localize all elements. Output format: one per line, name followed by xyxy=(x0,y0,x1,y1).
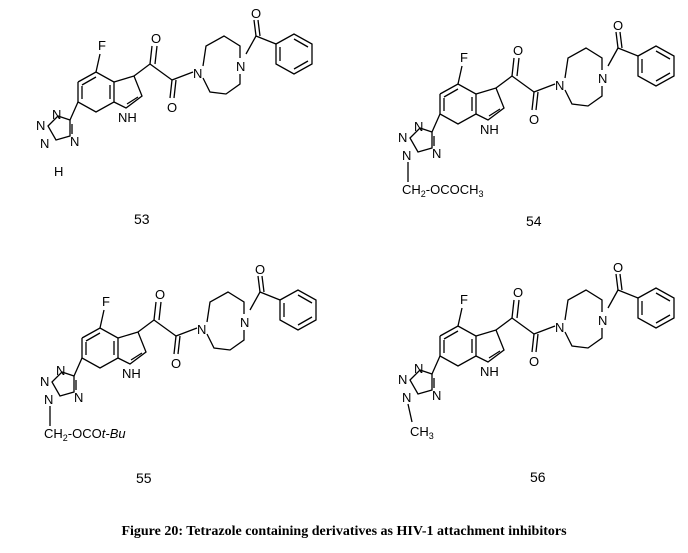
compound-56-labels: F O O N N O NH N N N N CH3 xyxy=(398,260,623,441)
atom-n: N xyxy=(74,390,83,405)
atom-f: F xyxy=(102,294,110,309)
atom-n: N xyxy=(197,322,206,337)
figure-caption: Figure 20: Tetrazole containing derivati… xyxy=(121,524,567,539)
atom-o: O xyxy=(171,356,181,371)
atom-n: N xyxy=(70,134,79,149)
atom-n: N xyxy=(414,119,423,134)
atom-h: H xyxy=(54,164,63,179)
atom-o: O xyxy=(255,262,265,277)
substituent-ch2-ocot-bu: CH2-OCOt-Bu xyxy=(44,426,126,443)
compound-54-labels: F O O N N O NH N N N N CH2-OCOCH3 xyxy=(398,18,623,199)
atom-n: N xyxy=(402,390,411,405)
compound-number: 55 xyxy=(136,470,152,486)
compound-56-bonds xyxy=(407,273,675,423)
atom-n: N xyxy=(40,136,49,151)
atom-o: O xyxy=(167,100,177,115)
atom-n: N xyxy=(402,148,411,163)
substituent-ch2-ococh3: CH2-OCOCH3 xyxy=(402,182,484,199)
compound-56: F O O N N O NH N N N N CH3 56 xyxy=(398,260,675,485)
atom-n: N xyxy=(193,66,202,81)
compound-number: 56 xyxy=(530,469,546,485)
compound-54-bonds xyxy=(407,31,675,182)
atom-n: N xyxy=(598,313,607,328)
atom-o: O xyxy=(151,31,161,46)
compound-55-labels: F O O N N O NH N N N N CH2-OCOt-Bu xyxy=(40,262,265,443)
compound-number: 54 xyxy=(526,213,542,229)
atom-n: N xyxy=(598,71,607,86)
atom-nh: NH xyxy=(480,122,499,137)
atom-n: N xyxy=(432,388,441,403)
atom-f: F xyxy=(98,38,106,53)
atom-o: O xyxy=(251,6,261,21)
compound-54: F O O N N O NH N N N N CH2-OCOCH3 54 xyxy=(398,18,675,229)
atom-n: N xyxy=(56,363,65,378)
atom-o: O xyxy=(529,112,539,127)
atom-nh: NH xyxy=(122,366,141,381)
atom-o: O xyxy=(155,287,165,302)
substituent-ch3: CH3 xyxy=(410,424,434,441)
atom-f: F xyxy=(460,292,468,307)
atom-nh: NH xyxy=(118,110,137,125)
atom-o: O xyxy=(613,18,623,33)
compound-53-labels: F O O N N O NH N N N N H xyxy=(36,6,261,179)
atom-n: N xyxy=(52,107,61,122)
atom-o: O xyxy=(513,43,523,58)
atom-f: F xyxy=(460,50,468,65)
atom-n: N xyxy=(432,146,441,161)
atom-n: N xyxy=(398,372,407,387)
atom-n: N xyxy=(555,78,564,93)
atom-n: N xyxy=(40,374,49,389)
atom-n: N xyxy=(555,320,564,335)
chemical-scheme: F O O N N O NH N N N N H 53 xyxy=(36,6,675,486)
atom-nh: NH xyxy=(480,364,499,379)
atom-o: O xyxy=(529,354,539,369)
compound-number: 53 xyxy=(134,211,150,227)
atom-n: N xyxy=(44,392,53,407)
compound-53-bonds xyxy=(47,19,313,141)
compound-53: F O O N N O NH N N N N H 53 xyxy=(36,6,313,227)
atom-o: O xyxy=(613,260,623,275)
atom-o: O xyxy=(513,285,523,300)
atom-n: N xyxy=(240,315,249,330)
compound-55: F O O N N O NH N N N N CH2-OCOt-Bu 55 xyxy=(40,262,317,486)
atom-n: N xyxy=(398,130,407,145)
compound-55-bonds xyxy=(49,275,317,426)
atom-n: N xyxy=(236,59,245,74)
atom-n: N xyxy=(414,361,423,376)
atom-n: N xyxy=(36,118,45,133)
